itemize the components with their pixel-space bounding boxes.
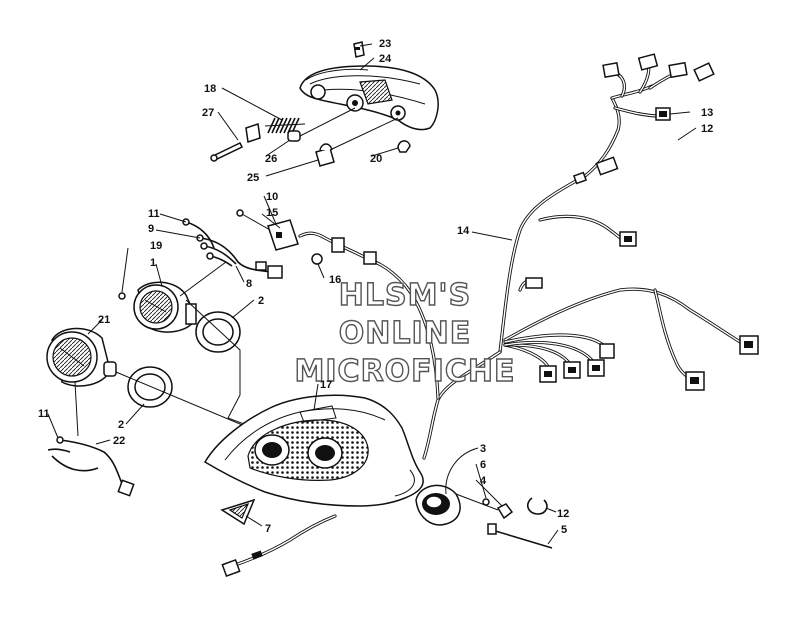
callout-12-upper: 12	[701, 123, 713, 135]
switch-housing	[415, 484, 499, 526]
callout-22: 22	[113, 435, 125, 447]
connector-block	[236, 209, 299, 251]
washer-part	[482, 498, 490, 506]
leader-lines	[47, 43, 697, 545]
callout-23: 23	[379, 38, 391, 50]
callout-14: 14	[457, 225, 470, 237]
callout-20: 20	[370, 153, 382, 165]
adjusting-spring	[264, 117, 306, 134]
adjusting-screw	[210, 123, 261, 162]
callout-9: 9	[148, 223, 154, 235]
harness-connectors	[331, 53, 759, 391]
callout-labels: 23 24 18 27 26 25 20 13 12 14 10 15 16 1…	[38, 38, 713, 536]
callout-15: 15	[266, 207, 278, 219]
callout-13: 13	[701, 107, 713, 119]
headlight-housing	[299, 65, 439, 131]
bulb-part	[397, 140, 411, 153]
callout-6: 6	[480, 459, 486, 471]
callout-5: 5	[561, 524, 567, 536]
callout-3: 3	[480, 443, 486, 455]
retaining-ring-upper-inner	[202, 318, 234, 346]
callout-26: 26	[265, 153, 277, 165]
callout-18: 18	[204, 83, 216, 95]
callout-24: 24	[379, 53, 392, 65]
callout-11-lower: 11	[38, 408, 50, 420]
wiring-harness	[298, 62, 747, 460]
callout-2-upper: 2	[258, 295, 264, 307]
tachometer-gauge	[46, 327, 117, 387]
watermark-line-3: MICROFICHE	[295, 354, 516, 389]
speedometer-gauge	[133, 281, 197, 333]
tach-lead	[47, 381, 135, 497]
gauge-screw	[118, 292, 126, 300]
nut-part	[496, 503, 514, 520]
callout-25: 25	[247, 172, 259, 184]
callout-19: 19	[150, 240, 162, 252]
callout-10: 10	[266, 191, 278, 203]
callout-7: 7	[265, 523, 271, 535]
callout-4: 4	[480, 475, 487, 487]
retaining-ring-lower-inner	[134, 373, 166, 401]
console-cable	[221, 514, 337, 577]
callout-8: 8	[246, 278, 252, 290]
watermark-line-1: HLSM'S	[339, 278, 471, 313]
clip-part	[353, 41, 365, 58]
callout-21: 21	[98, 314, 110, 326]
callout-16: 16	[329, 274, 341, 286]
decal-triangle	[220, 498, 256, 526]
speedo-cable	[487, 523, 553, 549]
callout-1: 1	[150, 257, 156, 269]
bulb-socket	[315, 117, 399, 167]
watermark-line-2: ONLINE	[339, 316, 472, 351]
clamp-lower	[526, 497, 548, 515]
harness-nut	[311, 253, 323, 265]
watermark: HLSM'S ONLINE MICROFICHE	[294, 277, 516, 389]
instrument-console	[203, 394, 424, 507]
callout-11-upper: 11	[148, 208, 160, 220]
callout-27: 27	[202, 107, 214, 119]
gauge-wiring	[179, 218, 283, 297]
callout-17: 17	[320, 379, 332, 391]
grommet-part	[287, 107, 356, 142]
callout-2-lower: 2	[118, 419, 124, 431]
callout-12-lower: 12	[557, 508, 569, 520]
